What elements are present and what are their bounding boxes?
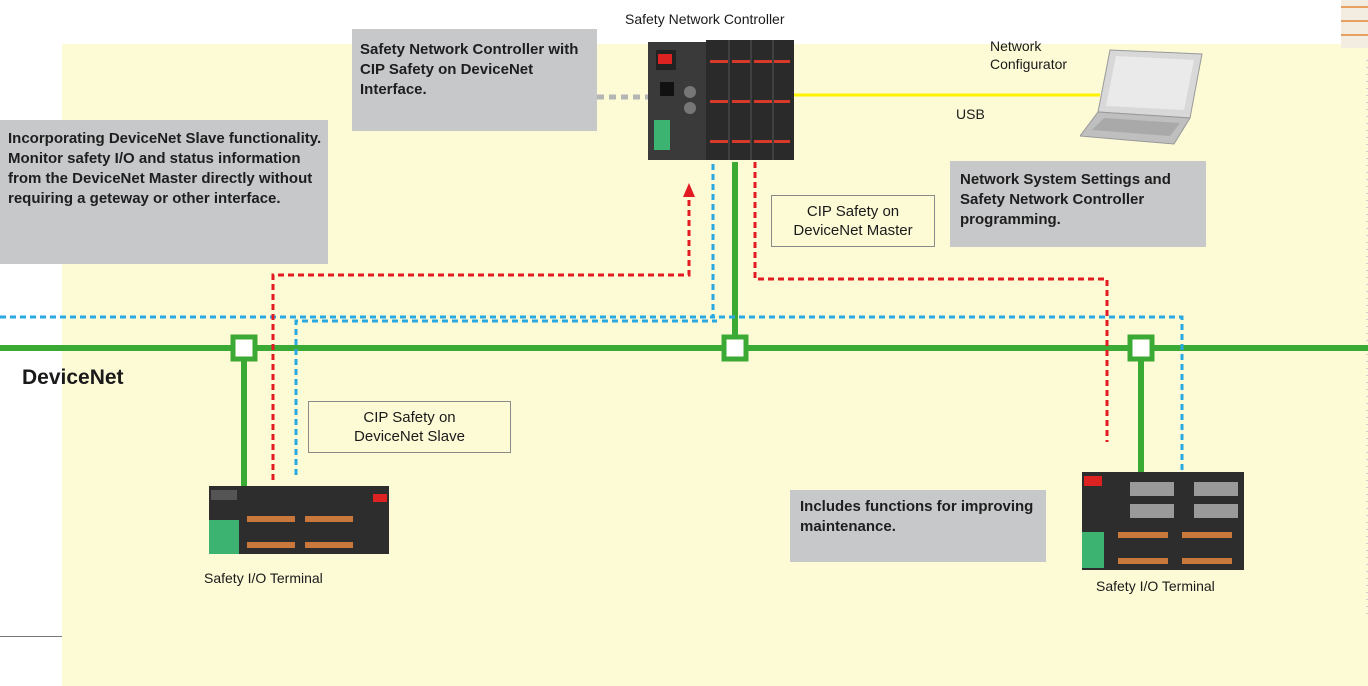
- red-arrowhead: [683, 183, 695, 197]
- configurator-description: Network System Settings and Safety Netwo…: [960, 171, 1171, 228]
- page-rule: [0, 636, 62, 637]
- master-label-line2: DeviceNet Master: [793, 222, 913, 239]
- right-terminal-label: Safety I/O Terminal: [1096, 578, 1215, 594]
- blue-path-left: [294, 319, 717, 475]
- network-configurator-laptop: [1079, 48, 1212, 148]
- red-path-left: [271, 196, 691, 480]
- configurator-callout: Network System Settings and Safety Netwo…: [950, 161, 1206, 247]
- safety-network-controller: [648, 40, 796, 164]
- center-tap: [721, 334, 749, 362]
- master-label-line1: CIP Safety on: [806, 203, 900, 220]
- left-tap: [230, 334, 258, 362]
- usb-label: USB: [956, 106, 985, 122]
- configurator-label-line1: Network: [990, 38, 1042, 54]
- edge-decoration: [1341, 0, 1368, 48]
- slave-label-box: CIP Safety on DeviceNet Slave: [308, 401, 511, 453]
- right-tap: [1127, 334, 1155, 362]
- controller-callout: Safety Network Controller with CIP Safet…: [352, 29, 597, 131]
- red-path-right: [753, 162, 1109, 442]
- configurator-label-line2: Configurator: [990, 56, 1068, 72]
- safety-io-terminal-left: [209, 486, 389, 556]
- maintenance-callout: Includes functions for improving mainten…: [790, 490, 1046, 562]
- safety-io-terminal-right: [1082, 472, 1244, 572]
- slave-label-line2: DeviceNet Slave: [354, 428, 465, 445]
- controller-description: Safety Network Controller with CIP Safet…: [360, 41, 579, 98]
- left-terminal-label: Safety I/O Terminal: [204, 570, 323, 586]
- maintenance-description: Includes functions for improving mainten…: [800, 498, 1034, 535]
- configurator-label: Network Configurator: [990, 37, 1067, 73]
- edge-ticks: [1366, 60, 1368, 620]
- controller-title: Safety Network Controller: [625, 11, 785, 27]
- blue-path-right: [713, 315, 1184, 470]
- devicenet-label: DeviceNet: [22, 366, 124, 389]
- slave-description: Incorporating DeviceNet Slave functional…: [8, 130, 322, 207]
- master-label-box: CIP Safety on DeviceNet Master: [771, 195, 935, 247]
- slave-label-line1: CIP Safety on: [363, 409, 456, 426]
- slave-callout: Incorporating DeviceNet Slave functional…: [0, 120, 328, 264]
